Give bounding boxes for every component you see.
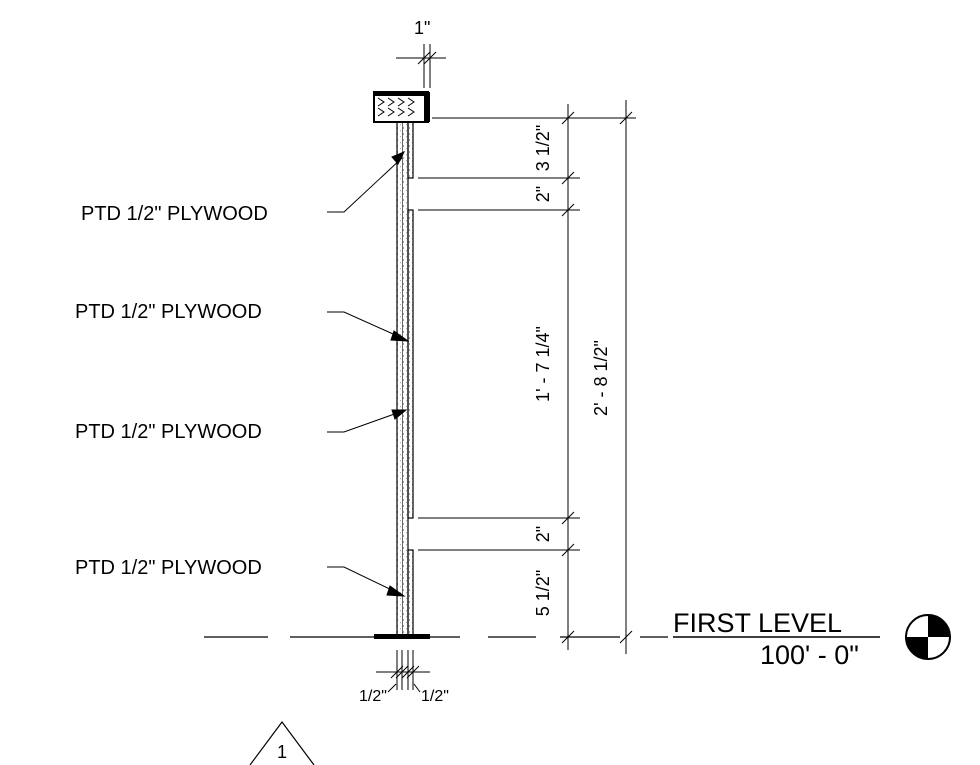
overall-dimension-string	[619, 100, 633, 654]
level-marker: FIRST LEVEL 100' - 0"	[673, 608, 951, 670]
callout-label-4: PTD 1/2" PLYWOOD	[75, 557, 262, 579]
plywood-panel-bottom	[407, 549, 414, 638]
level-elevation: 100' - 0"	[760, 640, 859, 670]
bottom-dim-right: 1/2"	[421, 688, 449, 705]
leader-4	[327, 566, 406, 597]
dim-gap-bottom: 2"	[533, 526, 553, 542]
plywood-panel-middle	[407, 209, 414, 519]
plywood-panels	[407, 121, 414, 638]
top-width-dimension	[396, 44, 446, 88]
section-mark-number: 1	[277, 742, 287, 762]
level-target-icon	[905, 614, 951, 660]
level-name: FIRST LEVEL	[673, 608, 842, 638]
dimension-extension-lines	[418, 117, 636, 551]
callout-label-2: PTD 1/2" PLYWOOD	[75, 301, 262, 323]
section-mark: 1	[249, 720, 315, 765]
leader-3	[327, 409, 408, 433]
wall-core	[396, 121, 409, 638]
dim-seg-middle: 1' - 7 1/4"	[533, 326, 553, 402]
top-width-label: 1"	[414, 18, 430, 38]
dim-overall: 2' - 8 1/2"	[591, 340, 611, 416]
top-cap	[373, 91, 430, 123]
bottom-dimension	[376, 650, 430, 693]
plywood-panel-top	[407, 121, 414, 179]
callout-label-3: PTD 1/2" PLYWOOD	[75, 421, 262, 443]
leader-2	[327, 311, 410, 342]
callout-label-1: PTD 1/2" PLYWOOD	[81, 203, 268, 225]
bottom-dim-left: 1/2"	[359, 688, 387, 705]
dim-seg-bottom: 5 1/2"	[533, 570, 553, 616]
dim-seg-top: 3 1/2"	[533, 125, 553, 171]
inner-dimension-string	[561, 104, 575, 650]
base-plate	[374, 634, 430, 639]
leader-1	[327, 151, 406, 213]
dim-gap-top: 2"	[533, 186, 553, 202]
